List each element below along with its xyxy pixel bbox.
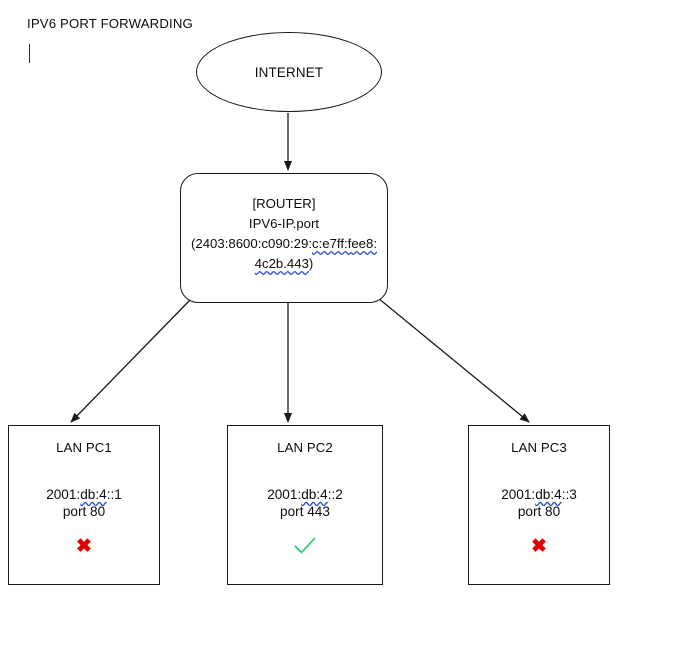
red-cross-icon: ✖	[531, 535, 547, 557]
lan-pc1-address-prefix: 2001:	[46, 487, 81, 502]
lan-pc2-address-spellchecked: db:4	[301, 487, 328, 502]
lan-pc1-status: ✖	[76, 533, 92, 559]
connector-router-pc3	[377, 297, 530, 423]
internet-node[interactable]: INTERNET	[196, 32, 382, 112]
lan-pc3-address-prefix: 2001:	[501, 487, 536, 502]
router-address-part4: )	[308, 256, 314, 271]
lan-pc3-title: LAN PC3	[511, 440, 567, 455]
router-address: (2403:8600:c090:29:c:e7ff:fee8:4c2b.443)	[191, 234, 377, 274]
router-subtitle: IPV6-IP.port	[248, 216, 320, 231]
lan-pc3-address: 2001:db:4::3	[501, 487, 577, 502]
lan-pc1-address-suffix: ::1	[106, 487, 122, 502]
router-title: [ROUTER]	[252, 196, 316, 211]
lan-pc1-node[interactable]: LAN PC1 2001:db:4::1 port 80 ✖	[8, 425, 160, 585]
router-node[interactable]: [ROUTER] IPV6-IP.port (2403:8600:c090:29…	[180, 173, 388, 303]
lan-pc1-port: port 80	[62, 504, 106, 519]
router-address-part3: ee8:4c2b.443	[254, 236, 378, 271]
lan-pc2-address-suffix: ::2	[327, 487, 343, 502]
lan-pc3-status: ✖	[531, 533, 547, 559]
lan-pc1-title: LAN PC1	[56, 440, 112, 455]
lan-pc3-node[interactable]: LAN PC3 2001:db:4::3 port 80 ✖	[468, 425, 610, 585]
lan-pc1-address: 2001:db:4::1	[46, 487, 122, 502]
lan-pc3-address-spellchecked: db:4	[535, 487, 562, 502]
lan-pc3-port: port 80	[517, 504, 561, 519]
lan-pc1-address-spellchecked: db:4	[80, 487, 107, 502]
internet-label: INTERNET	[254, 64, 324, 80]
page-title: IPV6 PORT FORWARDING	[27, 16, 193, 31]
red-cross-icon: ✖	[76, 535, 92, 557]
lan-pc2-status	[293, 533, 317, 559]
router-address-part1: (2403:8600:c090:29:	[191, 236, 312, 251]
lan-pc2-title: LAN PC2	[277, 440, 333, 455]
lan-pc2-port: port 443	[280, 504, 330, 519]
lan-pc2-address-prefix: 2001:	[267, 487, 302, 502]
router-address-part2: c:e7ff:f	[312, 236, 352, 251]
connector-router-pc1	[70, 297, 193, 423]
lan-pc3-address-suffix: ::3	[561, 487, 577, 502]
text-caret	[29, 44, 30, 63]
green-check-icon	[294, 537, 316, 554]
lan-pc2-address: 2001:db:4::2	[267, 487, 343, 502]
lan-pc2-node[interactable]: LAN PC2 2001:db:4::2 port 443	[227, 425, 383, 585]
